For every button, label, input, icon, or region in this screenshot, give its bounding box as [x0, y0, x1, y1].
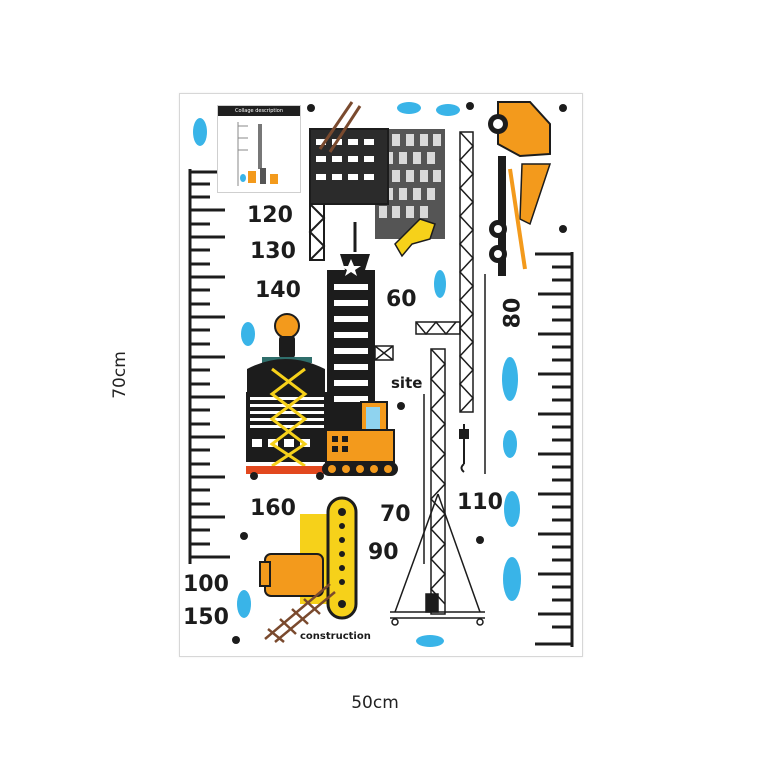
concrete-truck-icon: [488, 101, 552, 276]
ruler-number-130: 130: [250, 239, 296, 264]
ruler-number-120: 120: [247, 203, 293, 228]
excavator-arm-icon: [394, 218, 436, 258]
construction-label: construction: [300, 631, 371, 642]
ruler-number-150: 150: [183, 605, 229, 630]
marker-dots: [232, 102, 567, 644]
right-ruler: [535, 252, 574, 647]
ruler-number-140: 140: [255, 278, 301, 303]
collage-title: Collage description: [218, 106, 300, 116]
sticker-artwork: [188, 101, 574, 647]
height-dimension-label: 70cm: [110, 351, 130, 399]
central-tower-icon: [327, 222, 394, 430]
ruler-number-110: 110: [457, 490, 503, 515]
collage-description-thumbnail: Collage description: [217, 105, 301, 193]
orange-loader-icon: [322, 401, 398, 476]
height-chart-sticker: Collage description 120 130 140 60 80 16…: [179, 93, 583, 657]
ruler-number-90: 90: [368, 540, 399, 565]
collage-preview-image: [237, 122, 278, 186]
road-roller-icon: [259, 496, 358, 643]
site-label: site: [391, 374, 423, 392]
ruler-number-100: 100: [183, 572, 229, 597]
cloud-icons: [193, 102, 521, 647]
crane-mast: [415, 131, 475, 413]
scaffold-building: [308, 101, 389, 261]
ruler-number-80: 80: [500, 297, 526, 329]
ruler-number-60: 60: [386, 287, 417, 312]
ruler-number-70: 70: [380, 502, 411, 527]
left-ruler: [188, 169, 230, 564]
crane-tower-base: [390, 274, 486, 626]
worker-scissor-lift: [246, 313, 328, 480]
crane-hook-icon: [459, 424, 469, 473]
ruler-number-160: 160: [250, 496, 296, 521]
width-dimension-label: 50cm: [351, 693, 399, 713]
